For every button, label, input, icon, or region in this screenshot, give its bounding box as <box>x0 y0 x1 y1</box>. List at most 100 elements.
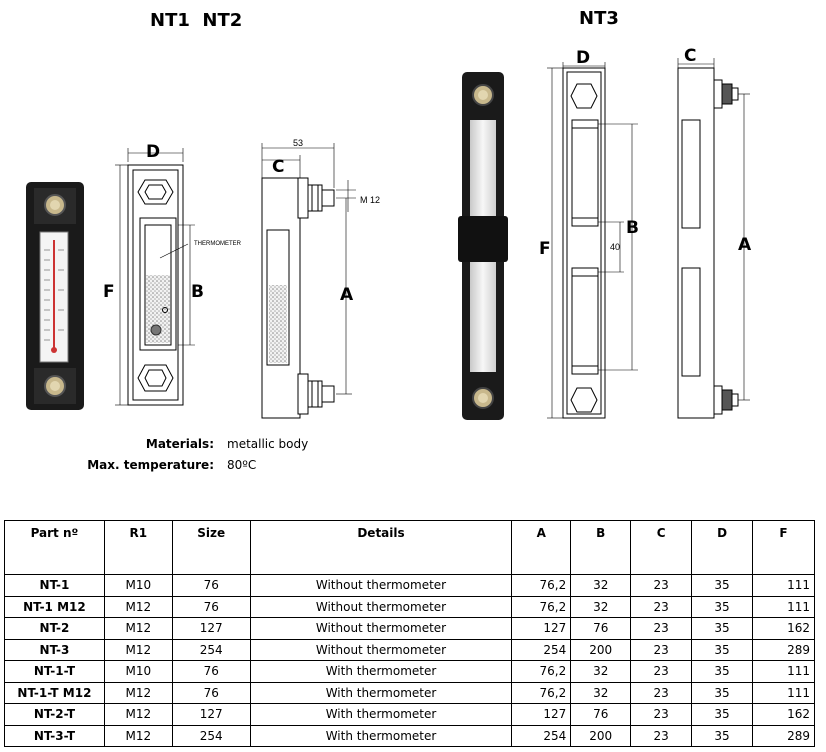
header-details: Details <box>249 520 513 575</box>
cell-c: 23 <box>630 660 693 683</box>
cell-d: 35 <box>691 681 753 704</box>
nt1-a-label: A <box>340 285 354 305</box>
cell-a: 76,2 <box>511 681 572 704</box>
nt3-d-label: D <box>576 48 590 68</box>
cell-r1: M12 <box>103 703 173 726</box>
cell-f: 111 <box>752 660 815 683</box>
cell-part-no: NT-1 <box>4 574 105 597</box>
cell-r1: M10 <box>103 574 173 597</box>
nt3-photo <box>458 72 508 420</box>
nt1-photo <box>26 182 84 410</box>
cell-c: 23 <box>630 574 693 597</box>
table-row: NT-2 M12 127 Without thermometer 127 76 … <box>4 617 815 640</box>
cell-f: 111 <box>752 681 815 704</box>
cell-a: 254 <box>511 638 572 661</box>
cell-details: With thermometer <box>249 724 513 747</box>
cell-r1: M12 <box>103 595 173 618</box>
nt3-c-label: C <box>684 46 696 66</box>
cell-r1: M12 <box>103 681 173 704</box>
cell-size: 76 <box>171 574 251 597</box>
nt1-c-label: C <box>272 157 284 177</box>
cell-b: 200 <box>570 638 632 661</box>
header-part-no: Part nº <box>4 520 105 575</box>
cell-d: 35 <box>691 660 753 683</box>
header-f: F <box>752 520 815 575</box>
cell-f: 111 <box>752 595 815 618</box>
cell-d: 35 <box>691 724 753 747</box>
cell-part-no: NT-1-T M12 <box>4 681 105 704</box>
cell-c: 23 <box>630 638 693 661</box>
nt1-front-drawing <box>115 148 195 406</box>
table-row: NT-1 M12 M12 76 Without thermometer 76,2… <box>4 595 815 618</box>
table-row: NT-1-T M12 M12 76 With thermometer 76,2 … <box>4 681 815 704</box>
cell-b: 32 <box>570 681 632 704</box>
cell-b: 76 <box>570 703 632 726</box>
nt3-front-drawing <box>547 62 638 419</box>
cell-size: 254 <box>171 638 251 661</box>
nt3-a-label: A <box>738 235 752 255</box>
nt3-side-drawing <box>677 58 750 419</box>
spec-label: Materials: <box>145 437 214 451</box>
cell-part-no: NT-1-T <box>4 660 105 683</box>
cell-f: 289 <box>752 724 815 747</box>
header-c: C <box>630 520 693 575</box>
cell-part-no: NT-3-T <box>4 724 105 747</box>
cell-a: 254 <box>511 724 572 747</box>
cell-d: 35 <box>691 703 753 726</box>
cell-size: 76 <box>171 681 251 704</box>
table-row: NT-1-T M10 76 With thermometer 76,2 32 2… <box>4 660 815 683</box>
cell-a: 76,2 <box>511 660 572 683</box>
cell-b: 76 <box>570 617 632 640</box>
cell-a: 127 <box>511 703 572 726</box>
cell-d: 35 <box>691 595 753 618</box>
nt3-b-label: B <box>626 218 639 238</box>
cell-size: 254 <box>171 724 251 747</box>
table-row: NT-3 M12 254 Without thermometer 254 200… <box>4 638 815 661</box>
cell-a: 127 <box>511 617 572 640</box>
spec-value: metallic body <box>227 437 309 451</box>
header-a: A <box>511 520 572 575</box>
cell-part-no: NT-1 M12 <box>4 595 105 618</box>
header-b: B <box>570 520 632 575</box>
cell-size: 127 <box>171 703 251 726</box>
cell-part-no: NT-2 <box>4 617 105 640</box>
cell-part-no: NT-2-T <box>4 703 105 726</box>
nt1-d-label: D <box>146 142 160 162</box>
nt1-f-label: F <box>103 282 115 302</box>
spec-label: Max. temperature: <box>87 458 214 472</box>
nt3-title: NT3 <box>579 8 619 29</box>
cell-b: 32 <box>570 574 632 597</box>
cell-c: 23 <box>630 703 693 726</box>
spec-value: 80ºC <box>227 458 257 472</box>
forty-label: 40 <box>610 242 620 252</box>
table-row: NT-2-T M12 127 With thermometer 127 76 2… <box>4 703 815 726</box>
cell-f: 289 <box>752 638 815 661</box>
cell-details: With thermometer <box>249 703 513 726</box>
table-row: NT-1 M10 76 Without thermometer 76,2 32 … <box>4 574 815 597</box>
cell-details: With thermometer <box>249 660 513 683</box>
cell-details: Without thermometer <box>249 617 513 640</box>
cell-c: 23 <box>630 617 693 640</box>
cell-size: 127 <box>171 617 251 640</box>
nt1-nt2-title: NT1 NT2 <box>150 10 243 31</box>
nt1-b-label: B <box>191 282 204 302</box>
cell-a: 76,2 <box>511 595 572 618</box>
table-header-row: Part nº R1 Size Details A B C D F <box>4 520 815 575</box>
table-row: NT-3-T M12 254 With thermometer 254 200 … <box>4 724 815 747</box>
cell-f: 162 <box>752 703 815 726</box>
cell-d: 35 <box>691 574 753 597</box>
parts-table: Part nº R1 Size Details A B C D F NT-1 M… <box>4 520 815 747</box>
cell-f: 162 <box>752 617 815 640</box>
cell-d: 35 <box>691 617 753 640</box>
cell-b: 32 <box>570 660 632 683</box>
cell-f: 111 <box>752 574 815 597</box>
width-53-label: 53 <box>293 138 303 148</box>
nt1-side-drawing <box>261 143 356 419</box>
cell-part-no: NT-3 <box>4 638 105 661</box>
cell-b: 32 <box>570 595 632 618</box>
cell-c: 23 <box>630 595 693 618</box>
cell-details: With thermometer <box>249 681 513 704</box>
cell-r1: M12 <box>103 617 173 640</box>
cell-r1: M12 <box>103 724 173 747</box>
cell-size: 76 <box>171 595 251 618</box>
